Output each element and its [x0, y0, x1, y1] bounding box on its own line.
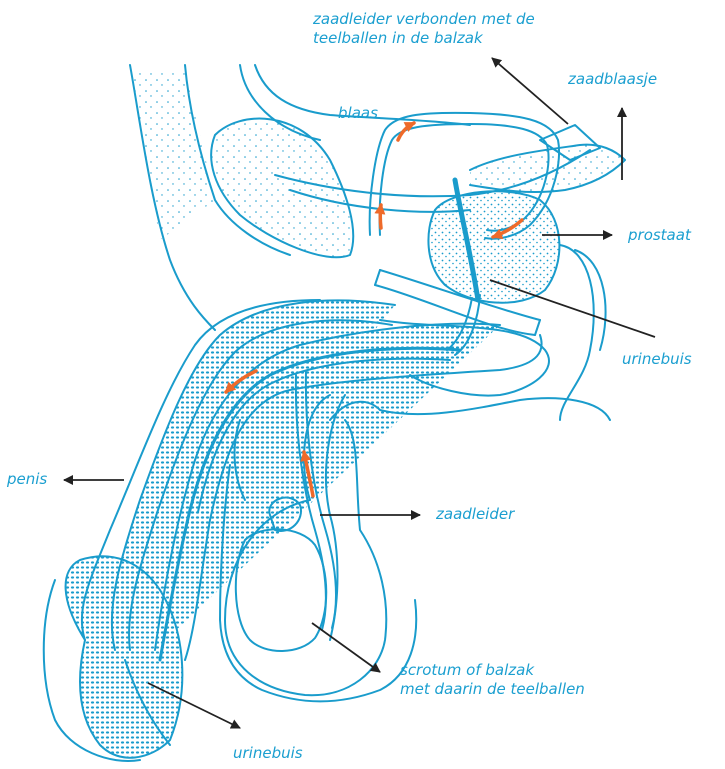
- label-vas-deferens-top-line1: zaadleider verbonden met de: [313, 10, 535, 29]
- label-urethra-right: urinebuis: [622, 350, 692, 369]
- arrow-icon: [490, 280, 655, 337]
- label-vas-deferens: zaadleider: [436, 505, 514, 524]
- label-vas-deferens-top-line2: teelballen in de balzak: [313, 29, 483, 48]
- rectum-outline: [560, 245, 594, 420]
- label-scrotum-line1: scrotum of balzak: [400, 661, 534, 680]
- label-penis: penis: [7, 470, 47, 489]
- anatomy-drawing: [44, 65, 625, 761]
- label-scrotum-line2: met daarin de teelballen: [400, 680, 585, 699]
- sperm-flow-arrow-icon: [380, 205, 381, 228]
- label-urethra-bottom: urinebuis: [233, 744, 303, 763]
- label-bladder: blaas: [338, 104, 378, 123]
- label-seminal-vesicle: zaadblaasje: [568, 70, 657, 89]
- prostate-outline: [428, 191, 559, 302]
- label-prostate: prostaat: [628, 226, 691, 245]
- arrow-icon: [312, 623, 380, 672]
